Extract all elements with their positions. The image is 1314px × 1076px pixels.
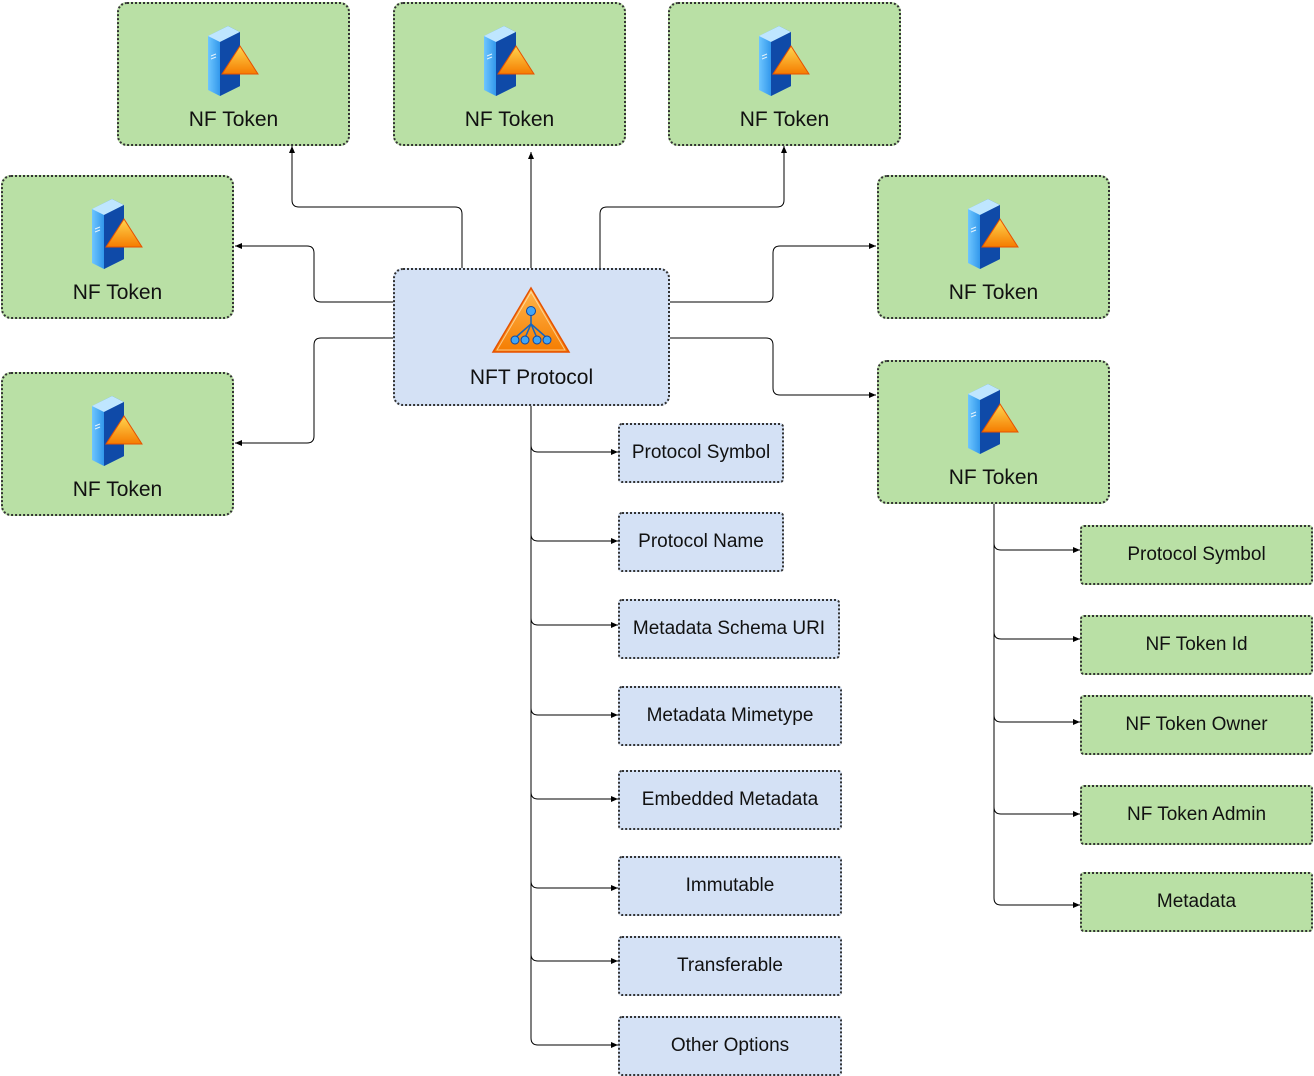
connector-protocol-field	[530, 444, 618, 455]
token-field-box: Metadata	[1080, 872, 1313, 932]
warning-triangle-network-icon	[491, 286, 570, 353]
connector-token-4	[235, 243, 393, 303]
token-field-label: NF Token Admin	[1126, 804, 1267, 825]
connector-protocol-field	[530, 880, 618, 891]
connector-protocol-field	[530, 791, 618, 802]
connector-token-field	[993, 897, 1080, 908]
protocol-field-label: Metadata Schema URI	[632, 618, 826, 639]
protocol-field-box: Metadata Mimetype	[618, 686, 842, 746]
nf-token-node: NF Token	[877, 360, 1110, 504]
token-field-box: NF Token Owner	[1080, 695, 1313, 755]
nft-protocol-node: NFT Protocol	[393, 268, 670, 406]
server-warning-icon	[207, 26, 259, 96]
server-warning-icon	[967, 199, 1019, 269]
nf-token-node: NF Token	[393, 2, 626, 146]
nft-protocol-label: NFT Protocol	[469, 366, 594, 389]
nf-token-node: NF Token	[1, 372, 234, 516]
server-warning-icon	[483, 26, 535, 96]
connector-protocol-field	[530, 533, 618, 544]
connector-token-field	[993, 806, 1080, 817]
protocol-field-label: Protocol Symbol	[631, 442, 771, 463]
nf-token-label: NF Token	[948, 281, 1039, 304]
nf-token-node: NF Token	[877, 175, 1110, 319]
connector-token-3	[599, 146, 787, 268]
nf-token-label: NF Token	[72, 281, 163, 304]
nf-token-label: NF Token	[948, 466, 1039, 489]
nf-token-node: NF Token	[668, 2, 901, 146]
protocol-field-label: Transferable	[677, 955, 783, 976]
nf-token-node: NF Token	[1, 175, 234, 319]
connector-protocol-field	[530, 707, 618, 718]
protocol-field-box: Protocol Name	[618, 512, 784, 572]
protocol-field-box: Protocol Symbol	[618, 423, 784, 483]
protocol-field-box: Transferable	[618, 936, 842, 996]
connector-token-5	[235, 337, 393, 446]
protocol-field-box: Other Options	[618, 1016, 842, 1076]
connector-protocol-field	[530, 617, 618, 628]
protocol-field-box: Immutable	[618, 856, 842, 916]
protocol-field-label: Embedded Metadata	[641, 789, 819, 810]
connector-token-field	[993, 714, 1080, 725]
protocol-field-label: Metadata Mimetype	[646, 705, 814, 726]
connector-protocol-field	[530, 1037, 618, 1048]
nf-token-node: NF Token	[117, 2, 350, 146]
connector-token-field	[993, 542, 1080, 553]
token-field-label: Protocol Symbol	[1127, 544, 1266, 565]
server-warning-icon	[967, 384, 1019, 454]
connector-token-6	[669, 243, 876, 303]
protocol-field-label: Other Options	[670, 1035, 790, 1056]
server-warning-icon	[91, 396, 143, 466]
connector-token-7	[669, 337, 876, 398]
server-warning-icon	[91, 199, 143, 269]
protocol-field-label: Protocol Name	[638, 531, 764, 552]
token-field-box: NF Token Id	[1080, 615, 1313, 675]
nf-token-label: NF Token	[72, 478, 163, 501]
token-field-label: NF Token Owner	[1125, 714, 1268, 735]
connector-token-field	[993, 631, 1080, 642]
token-field-box: Protocol Symbol	[1080, 525, 1313, 585]
token-field-label: NF Token Id	[1145, 634, 1248, 655]
token-field-box: NF Token Admin	[1080, 785, 1313, 845]
protocol-field-label: Immutable	[685, 875, 775, 896]
nf-token-label: NF Token	[464, 108, 555, 131]
token-field-label: Metadata	[1156, 891, 1237, 912]
connector-protocol-field	[530, 953, 618, 964]
connector-token-1	[289, 146, 463, 268]
server-warning-icon	[758, 26, 810, 96]
protocol-field-box: Metadata Schema URI	[618, 599, 840, 659]
protocol-field-box: Embedded Metadata	[618, 770, 842, 830]
nf-token-label: NF Token	[739, 108, 830, 131]
nf-token-label: NF Token	[188, 108, 279, 131]
